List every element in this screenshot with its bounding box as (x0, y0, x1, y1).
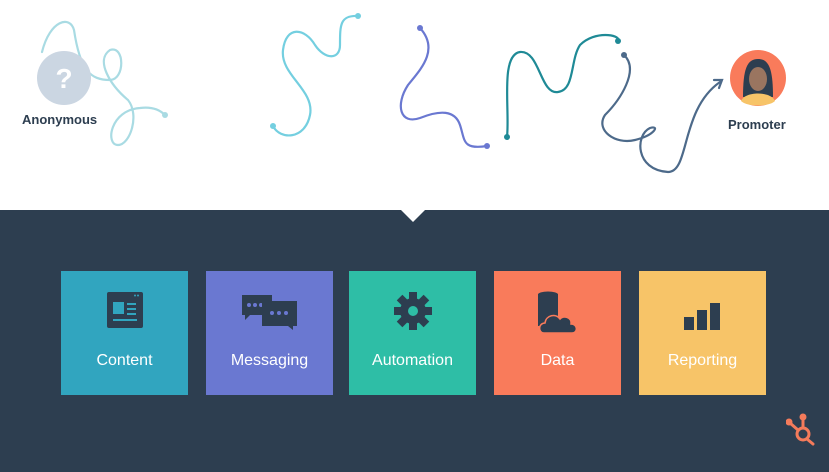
tile-reporting[interactable]: Reporting (639, 271, 766, 395)
journey-path-4 (505, 33, 620, 139)
person-avatar-icon (730, 50, 786, 106)
anonymous-label: Anonymous (22, 112, 98, 127)
tile-label: Data (540, 352, 575, 369)
journey-paths (40, 13, 724, 174)
hubspot-sprocket-icon (786, 413, 815, 446)
journey-path-2 (271, 14, 360, 137)
tile-messaging[interactable]: Messaging (206, 271, 333, 395)
database-cloud-icon (537, 291, 577, 334)
promoter-label: Promoter (728, 117, 786, 132)
chat-bubbles-icon (241, 295, 297, 330)
tile-data[interactable]: Data (494, 271, 621, 395)
tile-label: Automation (372, 352, 453, 369)
tile-label: Messaging (230, 352, 309, 369)
question-mark-avatar-icon: ? (37, 51, 91, 105)
journey-path-5 (601, 53, 722, 174)
journey-path-3 (399, 26, 489, 148)
tile-automation[interactable]: Automation (349, 271, 476, 395)
tile-content[interactable]: Content (61, 271, 188, 395)
pointer-notch (401, 210, 425, 222)
bar-chart-icon (683, 303, 720, 330)
journey-path-1 (40, 20, 167, 147)
gear-icon (393, 292, 432, 330)
svg-text:?: ? (55, 63, 72, 94)
tile-label: Content (96, 352, 153, 369)
customer-journey: ? Anonymous Promoter (0, 0, 829, 210)
content-page-icon (106, 292, 143, 328)
arrow-head-icon (712, 78, 724, 90)
tile-label: Reporting (667, 352, 738, 369)
